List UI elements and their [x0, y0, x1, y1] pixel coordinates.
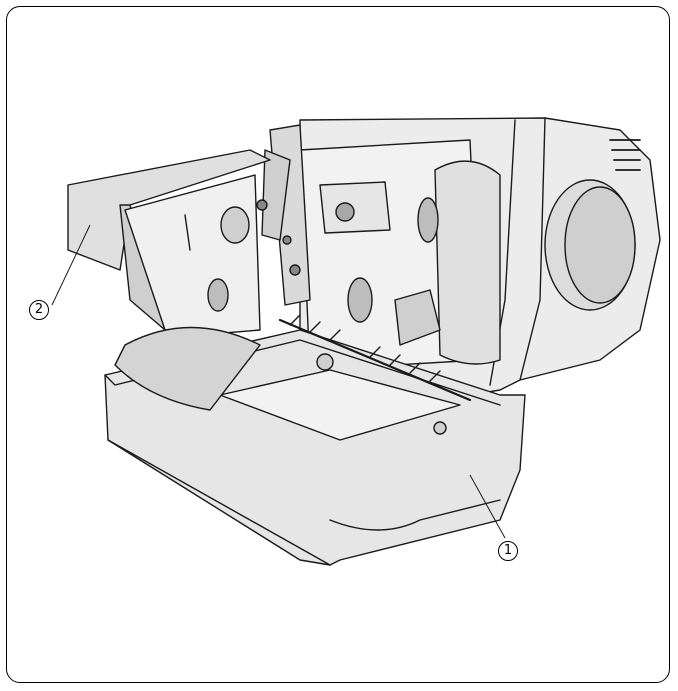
- leader-line-2: [51, 224, 91, 306]
- callout-1: 1: [498, 541, 518, 561]
- tension-column: [434, 160, 501, 365]
- figure-frame: [6, 6, 670, 683]
- callout-2: 2: [29, 300, 49, 320]
- spring-rod: [278, 318, 472, 402]
- leader-line-1: [469, 474, 506, 539]
